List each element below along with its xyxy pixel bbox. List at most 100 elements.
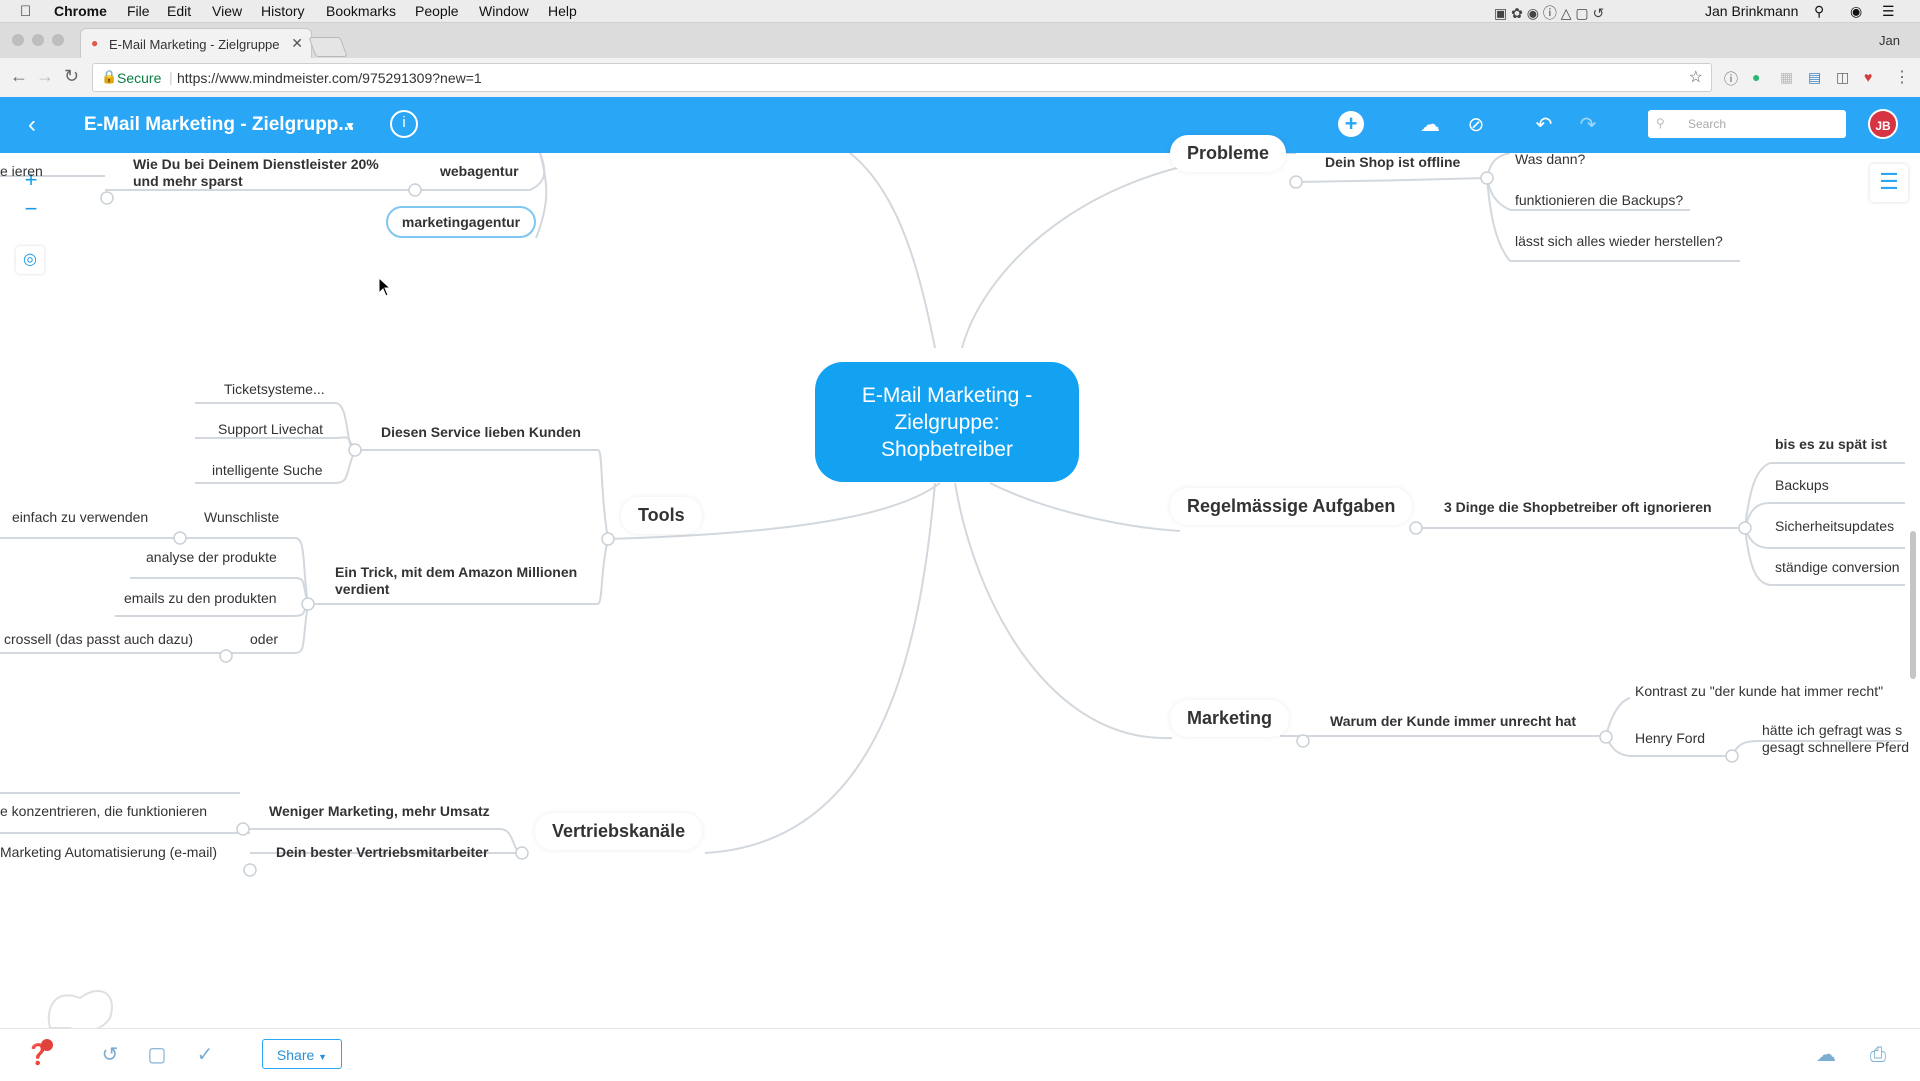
spotlight-icon[interactable]: ⚲ bbox=[1814, 3, 1825, 19]
menu-file[interactable]: File bbox=[127, 3, 150, 19]
node-drei-dinge[interactable]: 3 Dinge die Shopbetreiber oft ignorieren bbox=[1444, 499, 1712, 515]
extension-info-icon[interactable]: ⓘ bbox=[1724, 71, 1738, 87]
notification-center-icon[interactable]: ☰ bbox=[1882, 3, 1895, 19]
branch-tools[interactable]: Tools bbox=[621, 497, 702, 534]
menu-bookmarks[interactable]: Bookmarks bbox=[326, 3, 397, 19]
apple-icon[interactable]:  bbox=[20, 3, 31, 20]
status-icons[interactable]: ▣ ✿ ◉ ⓘ △ ▢ ↺ bbox=[1494, 5, 1605, 21]
presentation-icon[interactable]: ▢ bbox=[147, 1044, 167, 1066]
node-service-kunden[interactable]: Diesen Service lieben Kunden bbox=[381, 424, 581, 440]
center-map-icon[interactable]: ◎ bbox=[16, 246, 44, 274]
lock-icon: 🔒 bbox=[101, 69, 118, 84]
redo-icon[interactable]: ↷ bbox=[1579, 114, 1597, 136]
root-node[interactable]: E-Mail Marketing - Zielgruppe: Shopbetre… bbox=[815, 362, 1079, 482]
node-analyse-produkte[interactable]: analyse der produkte bbox=[146, 549, 277, 565]
bookmark-star-icon[interactable]: ☆ bbox=[1688, 69, 1703, 86]
node-crossell[interactable]: crossell (das passt auch dazu) bbox=[4, 631, 194, 647]
node-marketing-automatisierung[interactable]: Marketing Automatisierung (e-mail) bbox=[0, 844, 218, 860]
node-henry-ford[interactable]: Henry Ford bbox=[1635, 730, 1706, 746]
tasks-check-icon[interactable]: ✓ bbox=[196, 1044, 214, 1066]
add-node-icon[interactable]: + bbox=[1338, 111, 1364, 137]
node-amazon-trick[interactable]: Ein Trick, mit dem Amazon Millionen verd… bbox=[335, 564, 577, 598]
node-backups-question[interactable]: funktionieren die Backups? bbox=[1515, 192, 1684, 208]
chrome-profile-name[interactable]: Jan bbox=[1879, 33, 1900, 48]
side-panel-menu-icon[interactable]: ☰ bbox=[1870, 164, 1908, 202]
title-dropdown-icon[interactable]: ▼ bbox=[344, 119, 356, 133]
map-title[interactable]: E-Mail Marketing - Zielgrupp... bbox=[84, 114, 355, 135]
node-wieder-herstellen[interactable]: lässt sich alles wieder herstellen? bbox=[1515, 233, 1723, 249]
menubar-user-name[interactable]: Jan Brinkmann bbox=[1705, 3, 1799, 19]
menu-window[interactable]: Window bbox=[479, 3, 529, 19]
menu-help[interactable]: Help bbox=[548, 3, 577, 19]
info-icon[interactable]: i bbox=[390, 110, 418, 138]
node-conversion[interactable]: ständige conversion bbox=[1775, 559, 1900, 575]
node-einfach-verwenden[interactable]: einfach zu verwenden bbox=[12, 509, 149, 525]
mac-menubar:  Chrome File Edit View History Bookmark… bbox=[0, 0, 1920, 23]
menu-edit[interactable]: Edit bbox=[167, 3, 192, 19]
siri-icon[interactable]: ◉ bbox=[1850, 3, 1863, 19]
node-shop-offline[interactable]: Dein Shop ist offline bbox=[1325, 154, 1461, 170]
node-haette-gefragt[interactable]: hätte ich gefragt was s gesagt schneller… bbox=[1762, 722, 1909, 756]
back-chevron-icon[interactable]: ‹ bbox=[28, 111, 36, 138]
node-bester-vertriebsmitarbeiter[interactable]: Dein bester Vertriebsmitarbeiter bbox=[276, 844, 489, 860]
node-ticketsysteme[interactable]: Ticketsysteme... bbox=[224, 381, 325, 397]
node-style-icon[interactable]: ☁ bbox=[1420, 114, 1440, 136]
url-text[interactable]: https://www.mindmeister.com/975291309?ne… bbox=[177, 70, 482, 86]
node-webagentur[interactable]: webagentur bbox=[440, 163, 519, 179]
menu-app-name[interactable]: Chrome bbox=[54, 3, 107, 19]
new-tab-button[interactable] bbox=[308, 37, 348, 57]
window-zoom-button[interactable] bbox=[52, 34, 64, 46]
share-button[interactable]: Share ▼ bbox=[262, 1039, 342, 1069]
node-dienstleister[interactable]: Wie Du bei Deinem Dienstleister 20% und … bbox=[133, 156, 379, 190]
node-kunde-unrecht[interactable]: Warum der Kunde immer unrecht hat bbox=[1330, 713, 1577, 729]
disable-icon[interactable]: ⊘ bbox=[1467, 114, 1485, 136]
node-support-livechat[interactable]: Support Livechat bbox=[218, 421, 324, 437]
menu-history[interactable]: History bbox=[261, 3, 305, 19]
zoom-out-icon[interactable]: − bbox=[24, 196, 38, 221]
download-cloud-icon[interactable]: ☁ bbox=[1816, 1044, 1836, 1066]
back-arrow-icon[interactable]: ← bbox=[10, 66, 28, 86]
browser-tab-active[interactable]: ● E-Mail Marketing - Zielgruppe ✕ bbox=[80, 28, 312, 59]
node-intelligente-suche[interactable]: intelligente Suche bbox=[212, 462, 323, 478]
extension-code-icon[interactable]: ◫ bbox=[1836, 69, 1850, 85]
mindmap-canvas[interactable]: + − ◎ ☰ E-Mail Marketing - Zielgruppe: S… bbox=[0, 135, 1920, 1032]
extension-jb-icon[interactable]: ▦ bbox=[1780, 69, 1794, 85]
node-kontrast[interactable]: Kontrast zu "der kunde hat immer recht" bbox=[1635, 683, 1884, 699]
extension-pocket-icon[interactable]: ♥ bbox=[1864, 69, 1873, 85]
undo-icon[interactable]: ↶ bbox=[1535, 114, 1553, 136]
menu-people[interactable]: People bbox=[415, 3, 459, 19]
branch-regelmaessige-aufgaben[interactable]: Regelmässige Aufgaben bbox=[1170, 488, 1413, 525]
node-oder[interactable]: oder bbox=[250, 631, 279, 647]
window-close-button[interactable] bbox=[12, 34, 24, 46]
share-label: Share bbox=[276, 1047, 315, 1063]
map-search-input[interactable]: ⚲ Search bbox=[1648, 110, 1846, 138]
node-bis-zu-spaet[interactable]: bis es zu spät ist bbox=[1775, 436, 1888, 452]
reload-icon[interactable]: ↻ bbox=[64, 66, 80, 86]
zoom-in-icon[interactable]: + bbox=[24, 167, 38, 192]
branch-probleme[interactable]: Probleme bbox=[1170, 135, 1287, 172]
extension-cast-icon[interactable]: ▤ bbox=[1808, 69, 1822, 85]
forward-arrow-icon[interactable]: → bbox=[36, 66, 54, 86]
tab-close-icon[interactable]: ✕ bbox=[291, 35, 303, 51]
node-partial-left[interactable]: e ieren bbox=[0, 163, 43, 179]
user-avatar[interactable]: JB bbox=[1868, 109, 1898, 139]
bottom-toolbar: ❓ ↺ ▢ ✓ Share ▼ ☁ ⎙ bbox=[0, 1028, 1920, 1081]
node-wunschliste[interactable]: Wunschliste bbox=[204, 509, 280, 525]
node-emails-produkte[interactable]: emails zu den produkten bbox=[124, 590, 277, 606]
node-marketingagentur-selected[interactable]: marketingagentur bbox=[386, 206, 536, 238]
branch-marketing[interactable]: Marketing bbox=[1170, 700, 1290, 737]
address-bar[interactable]: 🔒 Secure | https://www.mindmeister.com/9… bbox=[92, 63, 1712, 92]
node-weniger-marketing[interactable]: Weniger Marketing, mehr Umsatz bbox=[269, 803, 490, 819]
node-backups[interactable]: Backups bbox=[1775, 477, 1829, 493]
menu-view[interactable]: View bbox=[212, 3, 243, 19]
history-icon[interactable]: ↺ bbox=[101, 1044, 119, 1066]
vertical-scrollbar[interactable] bbox=[1910, 531, 1916, 679]
node-konzentrieren[interactable]: e konzentrieren, die funktionieren bbox=[0, 803, 208, 819]
extension-m-icon[interactable]: ● bbox=[1752, 69, 1761, 85]
node-was-dann[interactable]: Was dann? bbox=[1515, 151, 1586, 167]
chrome-menu-icon[interactable]: ⋮ bbox=[1894, 69, 1910, 86]
node-sicherheitsupdates[interactable]: Sicherheitsupdates bbox=[1775, 518, 1895, 534]
branch-vertriebskanaele[interactable]: Vertriebskanäle bbox=[535, 813, 703, 850]
window-minimize-button[interactable] bbox=[32, 34, 44, 46]
print-icon[interactable]: ⎙ bbox=[1870, 1044, 1886, 1066]
